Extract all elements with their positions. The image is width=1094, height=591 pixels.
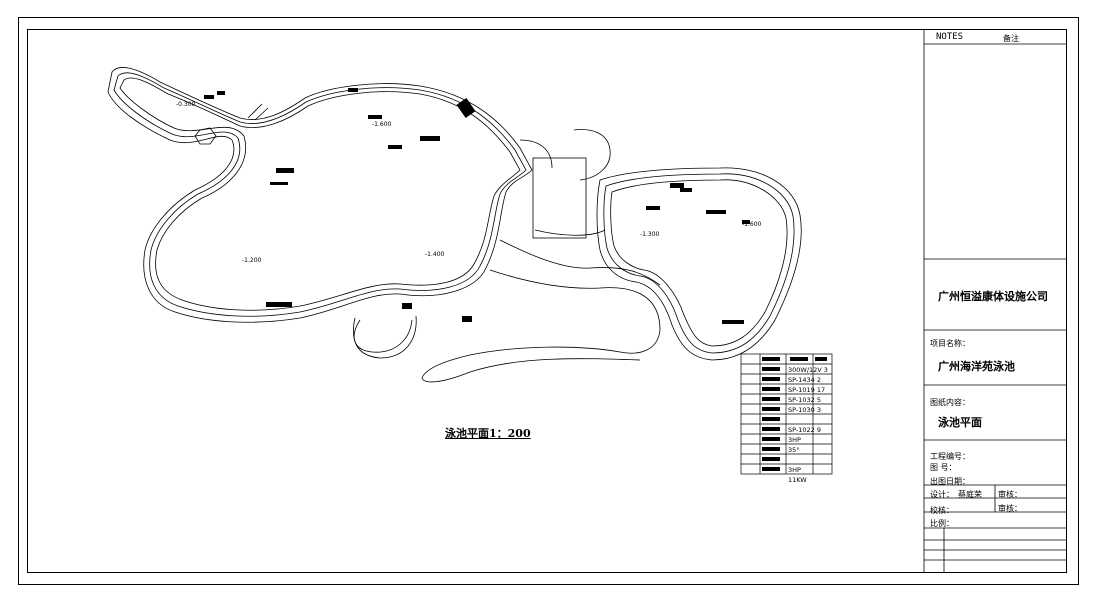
legend-row: 3HP <box>788 436 801 444</box>
date-label: 出图日期： <box>930 477 970 486</box>
notes-cn-label: 备注 <box>1003 34 1019 43</box>
legend-row: SP-1030 3 <box>788 406 821 414</box>
design-label: 设计： <box>930 490 954 499</box>
depth-label: -1.200 <box>242 257 262 264</box>
legend-row: 300W/12V 3 <box>788 366 828 374</box>
pool-outline-left <box>107 67 533 323</box>
notes-label: NOTES <box>936 32 964 42</box>
legend-row: SP-1434 2 <box>788 376 821 384</box>
outer-frame <box>18 17 1079 585</box>
drawing-no-label: 图 号： <box>930 463 957 472</box>
check-label: 校核： <box>930 506 954 515</box>
drawing-content: 泳池平面 <box>938 416 982 429</box>
pool-outline-right <box>596 167 802 361</box>
drawing-content-label: 图纸内容： <box>930 398 970 407</box>
project-no-label: 工程编号： <box>930 452 970 461</box>
company-name: 广州恒溢康体设施公司 <box>938 290 1048 303</box>
project-name: 广州海洋苑泳池 <box>938 360 1015 373</box>
depth-label: -1.600 <box>742 221 762 228</box>
legend-row: 3HP <box>788 466 801 474</box>
depth-label: -1.300 <box>640 231 660 238</box>
title-block-grid <box>923 29 1067 573</box>
scale-label: 比例： <box>930 519 954 528</box>
legend-row: SP-1022 9 <box>788 426 821 434</box>
depth-label: -1.600 <box>372 121 392 128</box>
legend-row: SP-1032 5 <box>788 396 821 404</box>
legend-row: 11KW <box>788 476 807 484</box>
review-label: 审核： <box>998 490 1022 499</box>
designer-name: 蔡庭荣 <box>958 490 982 499</box>
depth-label: -0.300 <box>176 101 196 108</box>
connecting-channel <box>421 269 661 383</box>
legend-row: 35° <box>788 446 800 454</box>
approve-label: 审核： <box>998 504 1022 513</box>
project-label: 项目名称： <box>930 339 970 348</box>
legend-table <box>740 353 833 475</box>
filter-room <box>532 157 587 239</box>
legend-row: SP-1019 17 <box>788 386 825 394</box>
drawing-title: 泳池平面1：200 <box>445 427 531 440</box>
depth-label: -1.400 <box>425 251 445 258</box>
drawing-frame <box>27 29 1067 573</box>
